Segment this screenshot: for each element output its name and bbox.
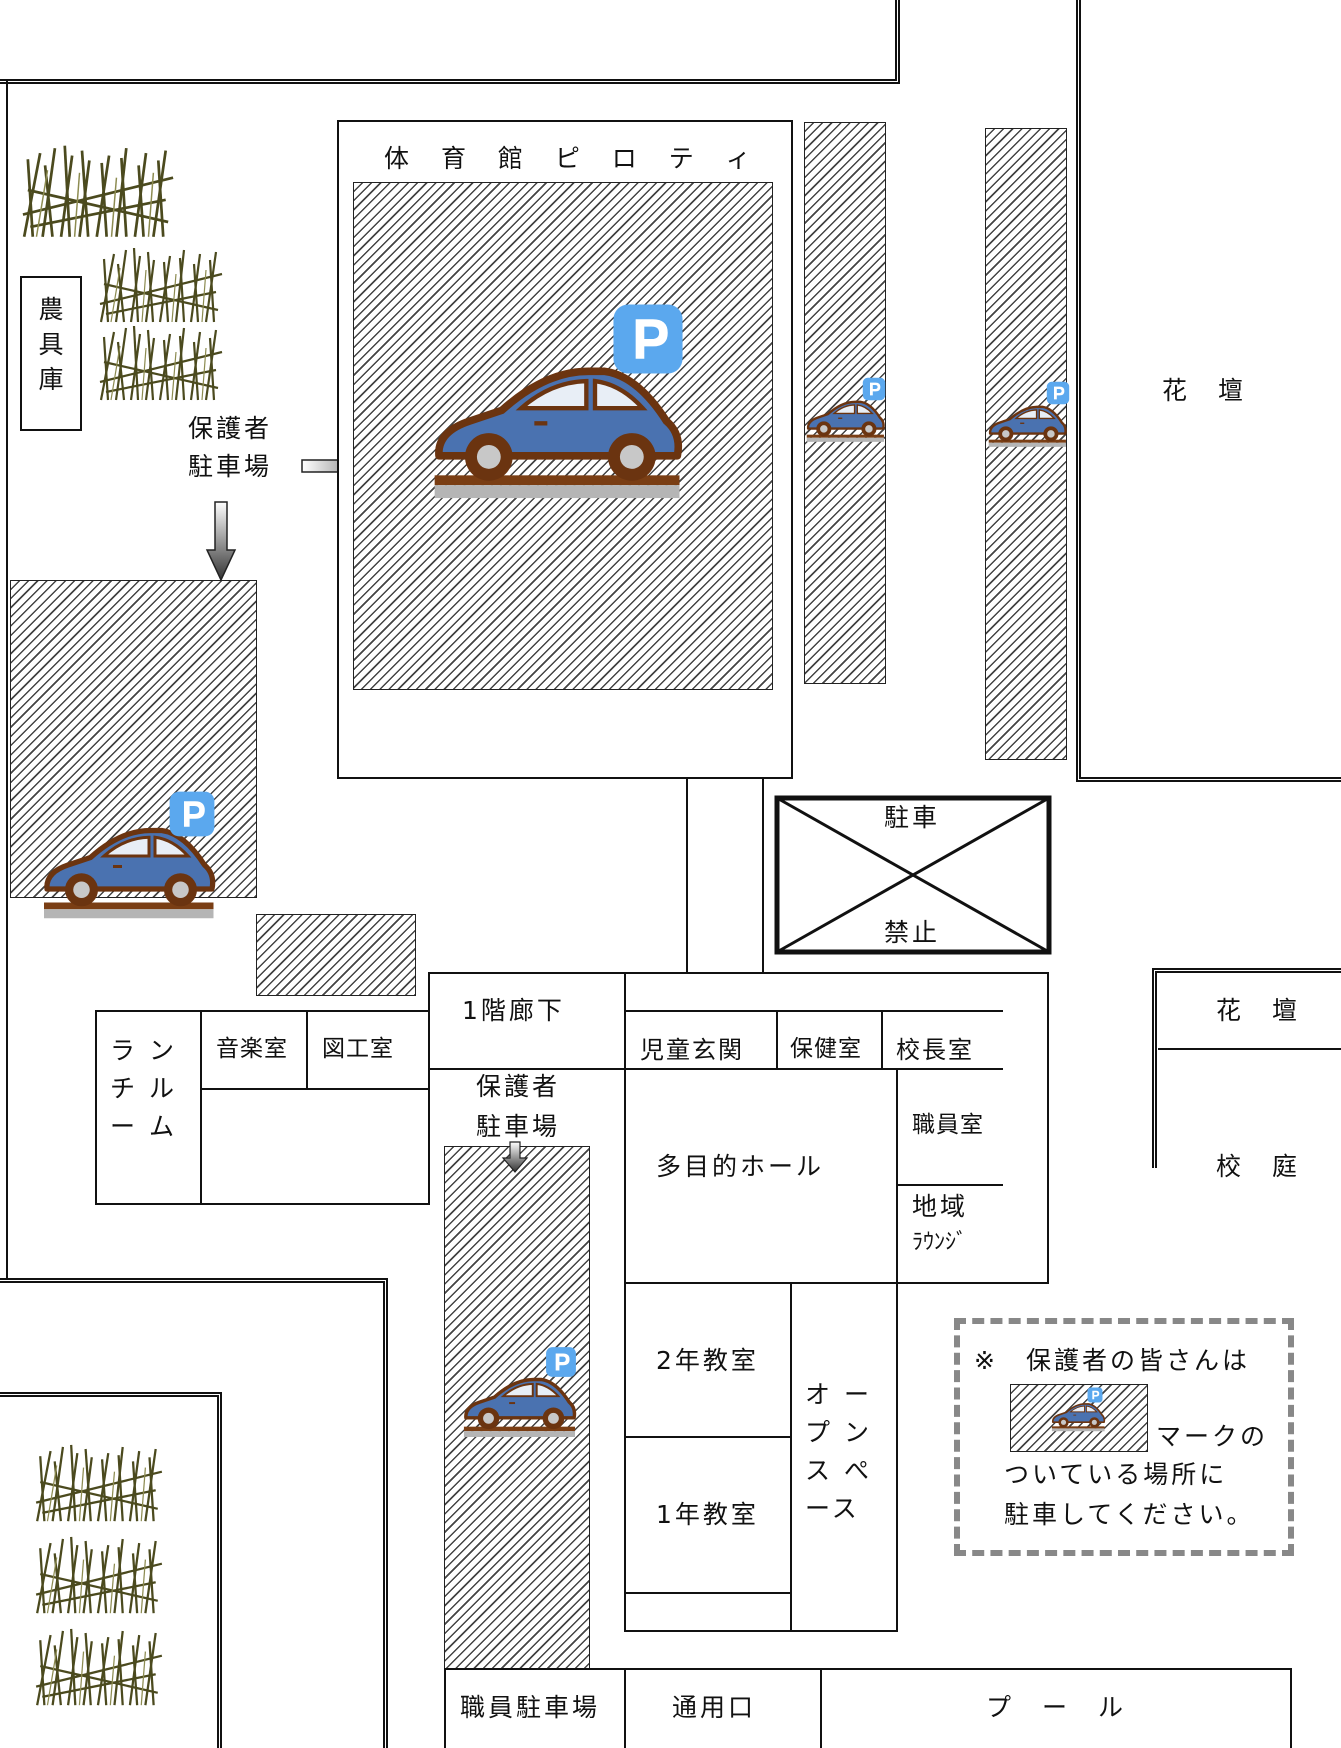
notice-line2: マークの bbox=[1156, 1422, 1269, 1451]
lunch-room-block bbox=[95, 1010, 430, 1205]
left-edge-line bbox=[6, 80, 8, 1280]
car-icon bbox=[1050, 1400, 1106, 1434]
multi-hall-label: 多目的ホール bbox=[656, 1152, 825, 1181]
grade1-room-label: 1年教室 bbox=[656, 1500, 759, 1529]
parent-parking-label-top-line1: 保護者 bbox=[188, 414, 273, 443]
grade1-room bbox=[624, 1436, 792, 1594]
no-parking-label-top: 駐車 bbox=[884, 803, 941, 833]
community-lounge-label-2: ﾗｳﾝｼﾞ bbox=[912, 1230, 968, 1255]
notice-line3: ついている場所に bbox=[1004, 1460, 1228, 1489]
farm-storage bbox=[20, 276, 82, 431]
community-lounge-label-1: 地域 bbox=[912, 1192, 969, 1221]
parking-area-small bbox=[256, 914, 416, 996]
schoolyard-label: 校 庭 bbox=[1216, 1152, 1301, 1181]
flowerbed-right-label: 花 壇 bbox=[1162, 376, 1247, 405]
notice-line1: ※ 保護者の皆さんは bbox=[974, 1346, 1250, 1375]
classroom-spare bbox=[624, 1592, 792, 1632]
service-entrance-label: 通用口 bbox=[672, 1693, 757, 1722]
parent-parking-label-top-line2: 駐車場 bbox=[188, 452, 273, 481]
grade2-room bbox=[624, 1282, 792, 1438]
parent-parking-label-mid-line1: 保護者 bbox=[476, 1072, 561, 1101]
lunch-divider bbox=[200, 1010, 202, 1205]
flowerbed-small-label: 花 壇 bbox=[1216, 996, 1301, 1025]
grade2-room-label: 2年教室 bbox=[656, 1346, 759, 1375]
student-entrance-label: 児童玄関 bbox=[640, 1036, 744, 1064]
lower-left-garden bbox=[0, 1392, 222, 1748]
open-space-label-2: プ ン bbox=[805, 1418, 872, 1447]
car-icon bbox=[986, 400, 1068, 452]
staff-parking-label: 職員駐車場 bbox=[460, 1693, 601, 1722]
car-icon bbox=[426, 356, 686, 508]
corridor-1f bbox=[428, 972, 626, 1070]
corridor-1f-label: 1階廊下 bbox=[462, 996, 565, 1025]
top-road-border bbox=[0, 0, 900, 84]
open-space bbox=[790, 1282, 898, 1632]
parking-sign-icon bbox=[862, 376, 886, 402]
grass-icon bbox=[32, 1440, 166, 1524]
no-parking-label-bottom: 禁止 bbox=[884, 918, 941, 948]
car-icon bbox=[804, 395, 886, 447]
parking-sign-icon bbox=[545, 1346, 577, 1378]
flowerbed-right bbox=[1076, 0, 1341, 782]
grass-icon bbox=[18, 140, 178, 240]
grass-icon bbox=[32, 1532, 166, 1616]
arrow-down-icon bbox=[205, 501, 237, 582]
walkway-line bbox=[686, 779, 688, 974]
flowerbed-small bbox=[1152, 968, 1341, 1168]
nurse-room-label: 保健室 bbox=[790, 1036, 862, 1062]
lunch-room-label-2: チ ル bbox=[110, 1074, 177, 1103]
building-right-edge bbox=[1003, 972, 1049, 1284]
staff-parking bbox=[444, 1668, 626, 1748]
car-icon bbox=[460, 1372, 578, 1442]
parking-sign-icon bbox=[1046, 380, 1070, 406]
center-divider-line bbox=[898, 0, 900, 80]
open-space-label-3: ス ぺ bbox=[805, 1456, 872, 1485]
music-art-divider bbox=[306, 1010, 308, 1090]
grass-icon bbox=[32, 1624, 166, 1708]
art-room-label: 図工室 bbox=[322, 1036, 394, 1062]
principal-room bbox=[881, 1010, 1005, 1070]
grass-icon bbox=[96, 244, 226, 324]
gym-piloti-label: 体 育 館 ピ ロ テ ィ bbox=[384, 144, 763, 173]
flowerbed-divider bbox=[1158, 1048, 1341, 1050]
lunch-room-label-1: ラ ン bbox=[110, 1036, 177, 1065]
lower-left-area bbox=[0, 1278, 388, 1748]
staff-room-label: 職員室 bbox=[912, 1112, 984, 1138]
open-space-label-1: オ ー bbox=[805, 1380, 872, 1409]
notice-line4: 駐車してください。 bbox=[1004, 1500, 1255, 1529]
parking-sign-icon bbox=[168, 790, 216, 838]
pool bbox=[820, 1668, 1292, 1748]
farm-storage-label: 農具庫 bbox=[35, 296, 64, 401]
parking-sign-icon bbox=[611, 302, 685, 376]
music-art-bottom bbox=[200, 1088, 430, 1090]
walkway-line bbox=[762, 779, 764, 974]
arrow-down-icon bbox=[501, 1141, 529, 1173]
pool-label: プ ー ル bbox=[986, 1693, 1127, 1722]
parent-parking-label-mid-line2: 駐車場 bbox=[476, 1112, 561, 1141]
open-space-label-4: ース bbox=[805, 1494, 860, 1523]
staff-room bbox=[896, 1068, 1005, 1186]
principal-room-label: 校長室 bbox=[896, 1036, 974, 1064]
community-lounge bbox=[896, 1184, 1005, 1284]
lunch-room-label-3: ー ム bbox=[110, 1112, 177, 1141]
music-room-label: 音楽室 bbox=[216, 1036, 288, 1062]
grass-icon bbox=[96, 322, 226, 402]
parking-sign-icon bbox=[1087, 1386, 1103, 1404]
